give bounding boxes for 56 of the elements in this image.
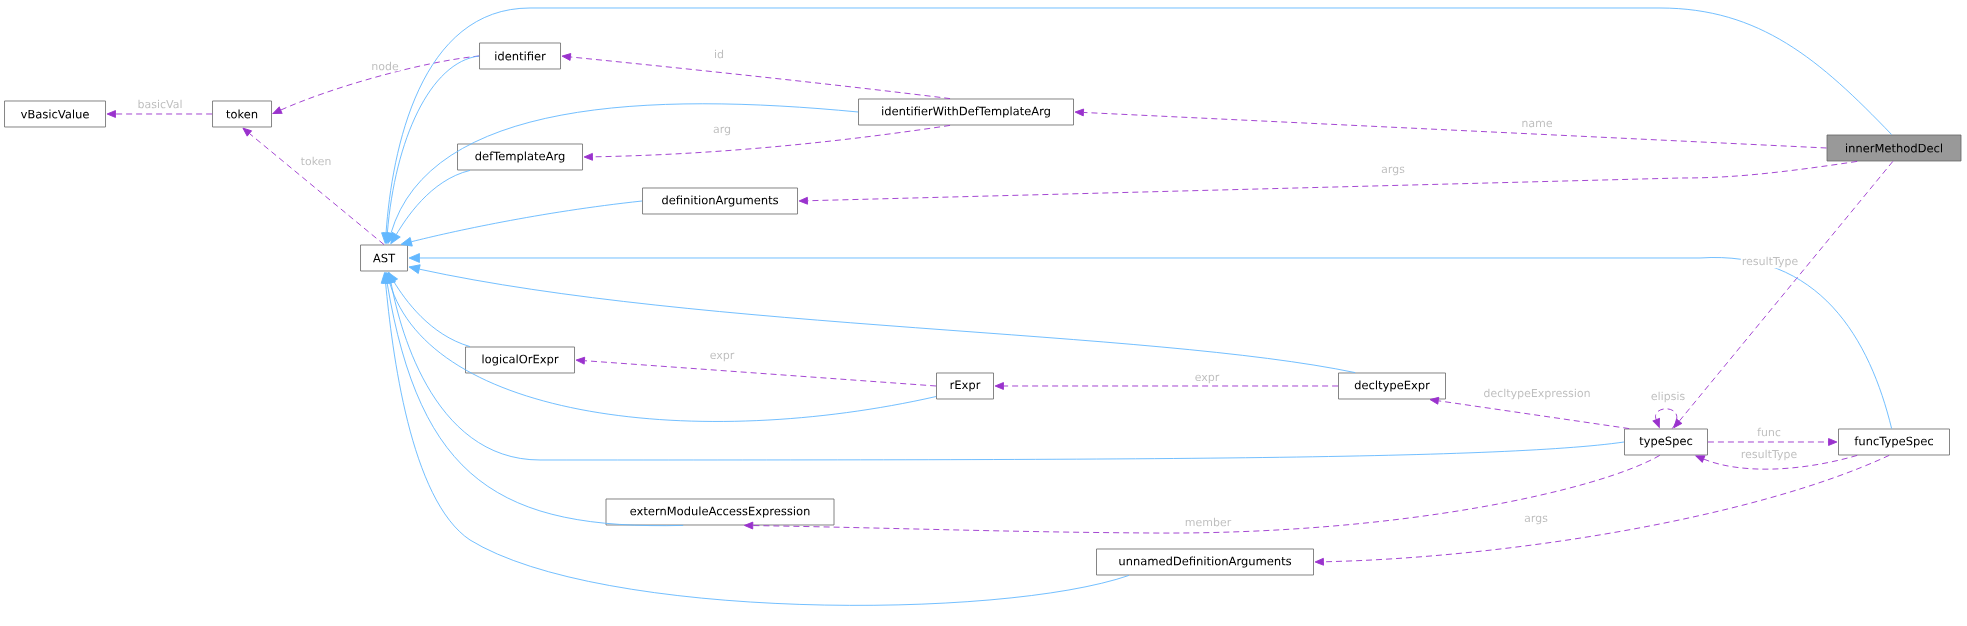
arrow bbox=[408, 253, 1893, 430]
edge-label: basicVal bbox=[136, 98, 184, 110]
edge-label: arg bbox=[712, 125, 733, 137]
class-box: rExpr bbox=[936, 372, 994, 400]
class-box: vBasicValue bbox=[4, 100, 106, 128]
class-box: externModuleAccessExpression bbox=[605, 498, 835, 526]
edge-label: id bbox=[713, 48, 726, 60]
edge-label: args bbox=[1523, 514, 1549, 526]
class-box: token bbox=[212, 100, 272, 128]
class-box: decltypeExpr bbox=[1338, 372, 1446, 400]
arrow bbox=[1695, 454, 1858, 470]
class-box: unnamedDefinitionArguments bbox=[1096, 548, 1314, 576]
arrow bbox=[380, 272, 1130, 606]
class-box: typeSpec bbox=[1624, 428, 1708, 456]
edge-label: args bbox=[1380, 165, 1406, 177]
edge-label: name bbox=[1520, 119, 1554, 129]
arrow bbox=[994, 382, 1339, 390]
edge-label: func bbox=[1756, 426, 1782, 438]
arrow bbox=[583, 124, 951, 161]
arrow bbox=[382, 272, 684, 526]
edge-label: expr bbox=[1193, 373, 1221, 385]
arrow bbox=[1074, 108, 1828, 149]
edge-label: resultType bbox=[1739, 448, 1799, 462]
edge-label: token bbox=[299, 155, 333, 167]
edge-label: resultType bbox=[1740, 255, 1800, 269]
arrow bbox=[384, 272, 937, 422]
class-box: innerMethodDecl bbox=[1826, 134, 1962, 162]
edge-label: node bbox=[370, 60, 400, 72]
edge-label: member bbox=[1183, 516, 1233, 528]
class-box: defTemplateArg bbox=[457, 143, 583, 171]
arrow bbox=[1314, 454, 1890, 566]
arrow bbox=[386, 272, 1625, 461]
arrow bbox=[744, 454, 1661, 534]
arrow bbox=[242, 127, 385, 246]
arrow bbox=[381, 7, 1893, 244]
arrow bbox=[1707, 438, 1838, 446]
arrow bbox=[106, 110, 213, 118]
class-box: logicalOrExpr bbox=[465, 346, 575, 374]
arrow bbox=[408, 264, 1356, 374]
edge-label: expr bbox=[708, 351, 736, 363]
arrow bbox=[386, 103, 859, 244]
class-box: definitionArguments bbox=[642, 187, 798, 215]
arrow bbox=[1429, 396, 1630, 430]
arrow bbox=[400, 200, 643, 247]
edge-label: decltypeExpression bbox=[1482, 387, 1592, 401]
arrow bbox=[575, 356, 937, 387]
edge-label: elipsis bbox=[1649, 390, 1687, 404]
class-box: identifier bbox=[479, 42, 561, 70]
arrow bbox=[390, 169, 471, 245]
arrow bbox=[798, 160, 1858, 205]
arrow bbox=[1652, 408, 1678, 430]
class-box: funcTypeSpec bbox=[1838, 428, 1950, 456]
class-box: AST bbox=[360, 244, 408, 272]
arrow bbox=[1673, 160, 1894, 429]
class-box: identifierWithDefTemplateArg bbox=[858, 98, 1074, 126]
arrow bbox=[561, 53, 951, 100]
